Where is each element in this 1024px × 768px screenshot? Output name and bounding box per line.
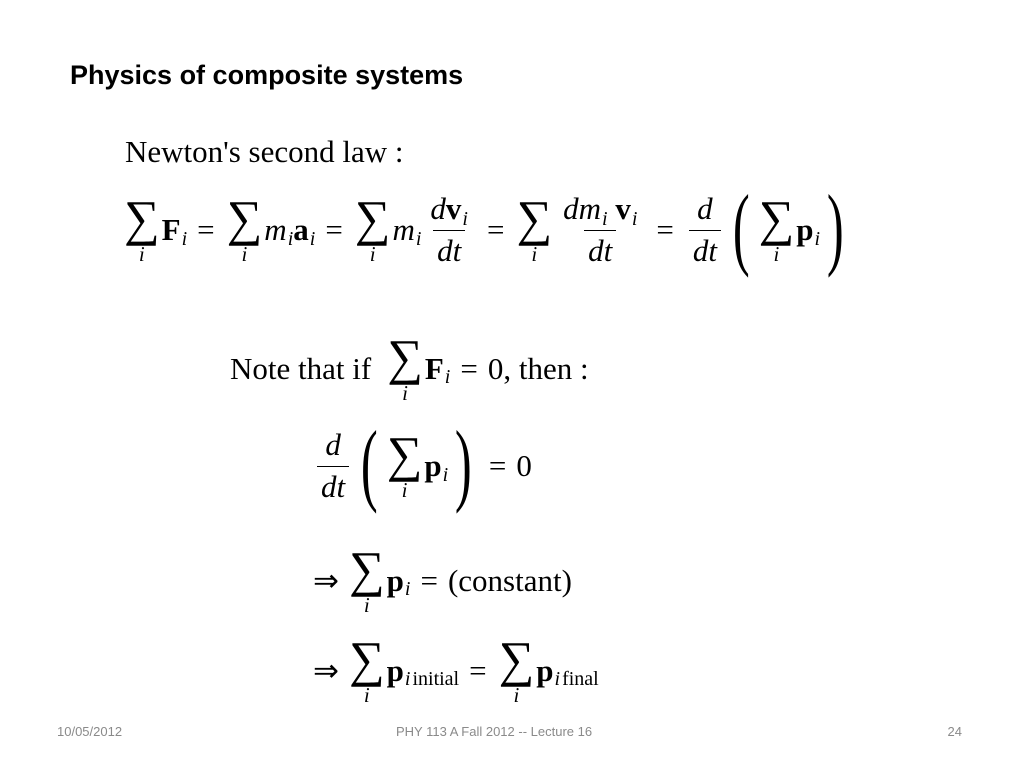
sum-operator: ∑i	[348, 631, 385, 707]
final-label: final	[562, 668, 599, 691]
footer-course: PHY 113 A Fall 2012 -- Lecture 16	[396, 724, 593, 739]
constant-label: (constant)	[447, 562, 572, 598]
sum-operator: ∑i	[226, 190, 263, 266]
sum-operator: ∑i	[758, 190, 795, 266]
footer-date: 10/05/2012	[57, 724, 123, 739]
sum-operator: ∑i	[348, 541, 385, 617]
initial-label: initial	[412, 668, 460, 691]
note-prefix: Note that if	[230, 350, 372, 386]
sum-operator: ∑i	[124, 190, 160, 266]
sum-operator: ∑i	[498, 631, 535, 707]
sum-operator: ∑i	[386, 426, 423, 502]
sum-operator: ∑i	[387, 329, 423, 405]
newton-law-intro: Newton's second law :	[125, 134, 404, 169]
slide-title: Physics of composite systems	[70, 60, 464, 90]
fraction-d-dt: d dt	[317, 428, 350, 503]
fraction-d-dt: d dt	[688, 192, 721, 267]
sum-operator: ∑i	[516, 190, 553, 266]
footer-page-number: 24	[947, 724, 962, 739]
fraction-dv-dt: dvi dt	[430, 190, 468, 268]
fraction-dmv-dt: dmi vi dt	[563, 190, 638, 268]
note-suffix: 0, then :	[487, 350, 589, 386]
sum-operator: ∑i	[354, 190, 391, 266]
